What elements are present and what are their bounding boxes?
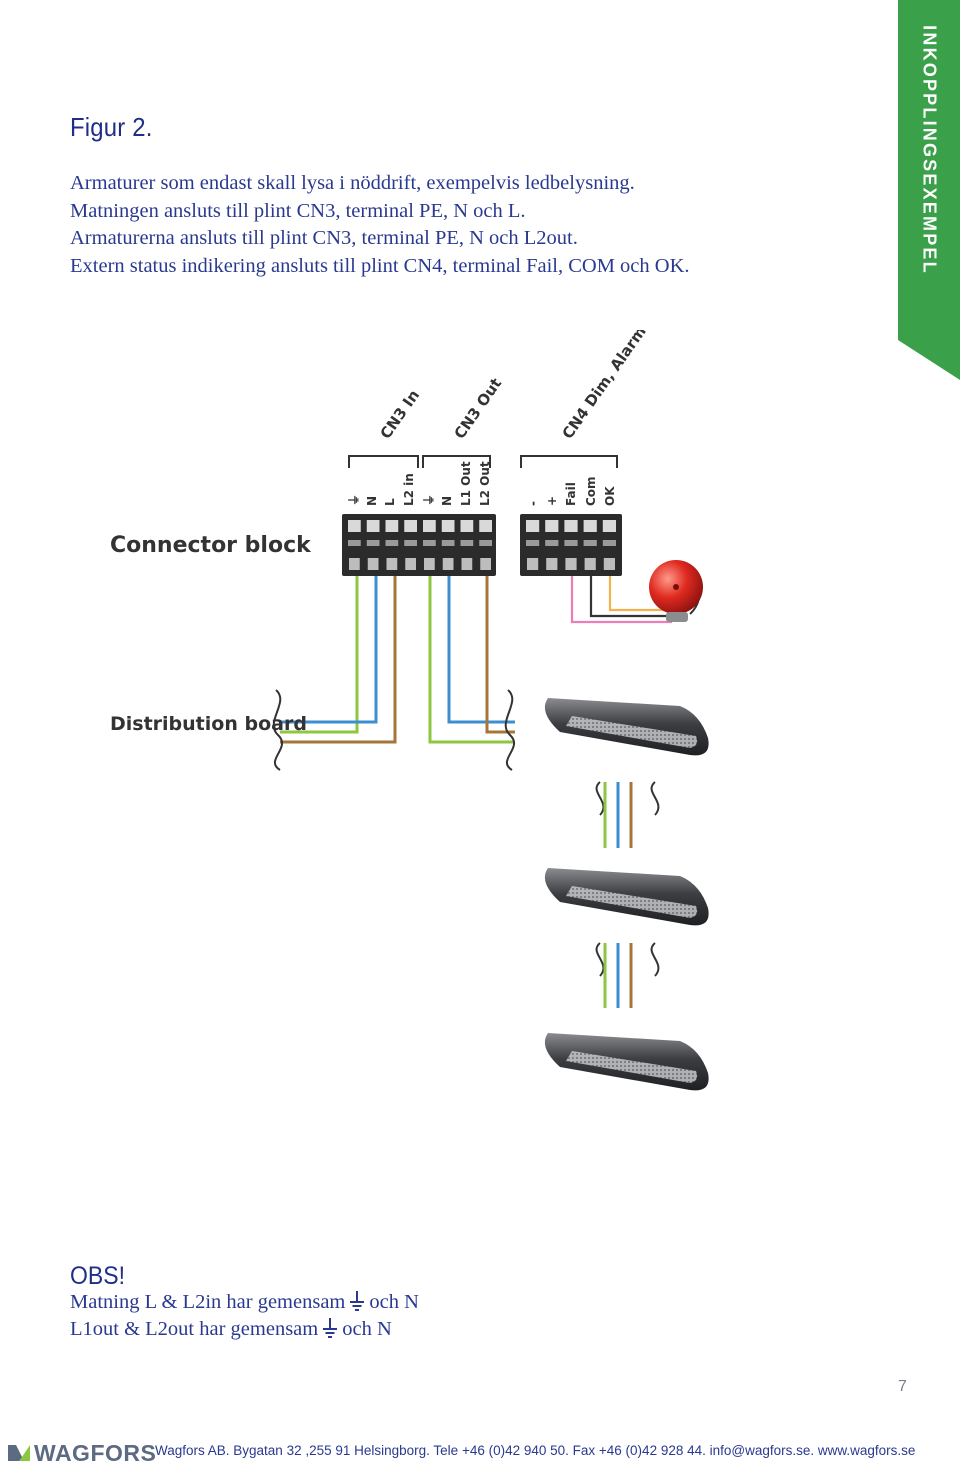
terminal-label: ⏚ [422,494,436,506]
terminal-entry [386,558,398,570]
terminal-clamp [602,540,616,546]
logo-text: WAGFORS [34,1439,157,1466]
terminal-label: N [440,496,454,506]
group-brackets [348,455,618,468]
terminal-label: L2 in [402,473,416,506]
terminal-labels: ⏚ N L L2 in ⏚ N L1 Out L2 Out - + Fail C… [347,461,617,506]
logo-mark-icon [8,1445,30,1461]
intro-line: Matningen ansluts till plint CN3, termin… [70,199,526,222]
terminal-entry [603,558,615,570]
terminal-entry [349,558,360,570]
wiring-diagram: CN3 In CN3 Out CN4 Dim, Alarm ⏚ N L L2 i… [110,330,709,1091]
group-label-cn3-out: CN3 Out [451,375,506,443]
terminal-clamp [479,540,492,546]
luminaire [544,698,709,756]
terminal-clamp [366,540,380,546]
terminal-clamp [385,540,399,546]
obs-line-2-text: L1out & L2out har gemensam [70,1317,319,1340]
obs-title: OBS! [70,1262,125,1290]
intro-line: Extern status indikering ansluts till pl… [70,254,690,277]
terminal-entry [367,558,379,570]
alarm-wires [570,576,672,624]
terminal-slot [348,520,361,532]
terminal-entry [546,558,558,570]
connector-block-label: Connector block [110,533,312,558]
terminal-label: L2 Out [478,461,492,506]
terminal-label: + [545,496,559,506]
page-number: 7 [898,1378,907,1395]
footer-address: Wagfors AB. Bygatan 32 ,255 91 Helsingbo… [155,1443,916,1458]
terminal-entry [424,558,435,570]
section-tab-label: INKOPPLINGSEXEMPEL [898,0,960,340]
terminal-slot [423,520,436,532]
obs-line-1-suffix: och N [369,1290,419,1313]
feed-wires [280,576,515,744]
terminal-label: L1 Out [459,461,473,506]
distribution-board-label: Distribution board [110,713,307,735]
break-marks [272,689,660,977]
obs-line-2: L1out & L2out har gemensam och N [70,1317,392,1341]
terminal-clamp [348,540,361,546]
terminal-slot [545,520,559,532]
terminal-slot [460,520,474,532]
connector-block-cn3 [342,514,496,576]
terminal-label: ⏚ [347,494,361,506]
figure-title: Figur 2. [70,112,153,142]
terminal-entry [480,558,491,570]
terminal-slot [602,520,616,532]
terminal-label: L [383,498,397,506]
alarm-bell-icon [649,560,703,622]
terminal-clamp [460,540,474,546]
terminal-clamp [404,540,417,546]
terminal-slot [526,520,540,532]
connector-block-cn4 [520,514,622,576]
terminal-entry [584,558,596,570]
luminaire [544,1033,709,1091]
ground-symbol-icon [350,1291,365,1311]
terminal-entry [461,558,473,570]
ground-symbol-icon [323,1318,338,1338]
wagfors-logo: WAGFORS [8,1438,156,1468]
terminal-clamp [545,540,559,546]
intro-text: Armaturer som endast skall lysa i nöddri… [70,170,870,280]
obs-line-1-text: Matning L & L2in har gemensam [70,1290,346,1313]
section-tab [898,0,960,380]
terminal-entry [442,558,454,570]
luminaire [544,868,709,926]
group-label-cn4: CN4 Dim, Alarm [559,330,650,442]
obs-line-1: Matning L & L2in har gemensam och N [70,1290,419,1314]
terminal-clamp [526,540,540,546]
terminal-label: Fail [564,482,578,506]
luminaire-link-wires [603,782,633,1008]
terminal-slot [479,520,492,532]
terminal-entry [565,558,577,570]
terminal-slot [564,520,578,532]
terminal-slot [441,520,455,532]
terminal-slot [583,520,597,532]
group-label-cn3-in: CN3 In [377,387,424,443]
intro-line: Armaturerna ansluts till plint CN3, term… [70,227,578,249]
terminal-entry [405,558,416,570]
terminal-slot [385,520,399,532]
terminal-label: OK [603,486,617,506]
terminal-clamp [423,540,436,546]
terminal-clamp [441,540,455,546]
terminal-label: - [526,501,540,506]
intro-line: Armaturer som endast skall lysa i nöddri… [70,172,635,194]
terminal-label: N [365,496,379,506]
terminal-clamp [564,540,578,546]
section-tab-text: INKOPPLINGSEXEMPEL [919,25,940,275]
terminal-slot [404,520,417,532]
terminal-clamp [583,540,597,546]
terminal-label: Com [584,476,598,506]
terminal-entry [527,558,539,570]
obs-line-2-suffix: och N [342,1317,392,1340]
terminal-slot [366,520,380,532]
